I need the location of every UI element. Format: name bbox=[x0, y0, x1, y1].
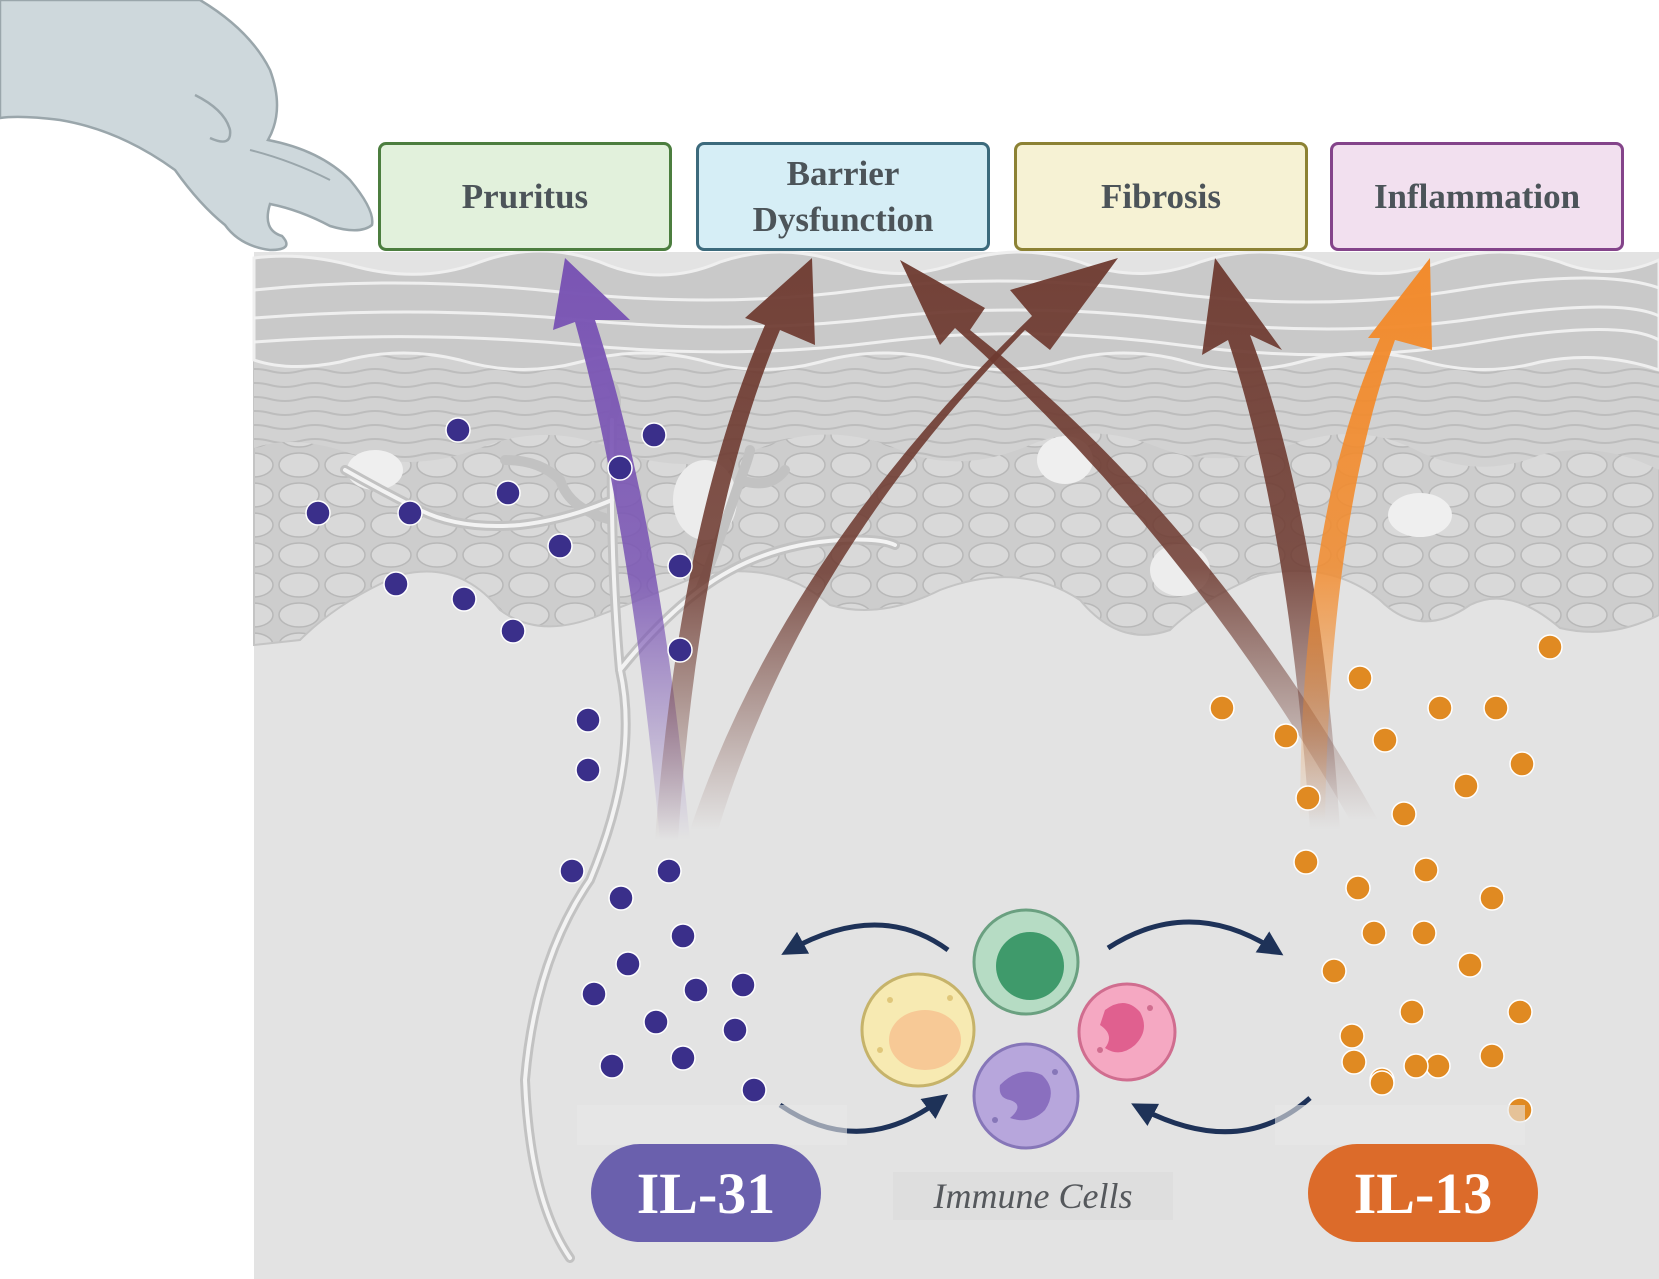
barrier-dysfunction-label: Barrier Dysfunction bbox=[752, 154, 934, 239]
cells-to-il13-arrow bbox=[1106, 919, 1284, 956]
il31-particle bbox=[722, 1017, 748, 1043]
il13-particle bbox=[1372, 727, 1398, 753]
il13-particle bbox=[1345, 875, 1371, 901]
il31-particle bbox=[730, 972, 756, 998]
monocyte-icon bbox=[860, 972, 976, 1088]
fibrosis-label: Fibrosis bbox=[1101, 176, 1221, 216]
il13-particle bbox=[1403, 1053, 1429, 1079]
il31-particle bbox=[670, 923, 696, 949]
il13-to-inflammation-arrow bbox=[1300, 258, 1432, 820]
il13-badge: IL-13 bbox=[1308, 1144, 1538, 1242]
il13-label: IL-13 bbox=[1353, 1160, 1493, 1226]
il31-particle bbox=[608, 885, 634, 911]
il31-particle bbox=[559, 858, 585, 884]
il13-particle bbox=[1369, 1070, 1395, 1096]
il13-particle bbox=[1425, 1053, 1451, 1079]
il13-particle bbox=[1483, 695, 1509, 721]
il13-particle bbox=[1295, 785, 1321, 811]
il13-particle bbox=[1537, 634, 1563, 660]
il13-particle bbox=[1427, 695, 1453, 721]
il13-particle bbox=[1453, 773, 1479, 799]
il13-particle bbox=[1479, 885, 1505, 911]
il31-particle bbox=[500, 618, 526, 644]
hand-icon bbox=[0, 0, 374, 252]
il13-particle bbox=[1321, 958, 1347, 984]
inflammation-box: Inflammation bbox=[1330, 142, 1624, 251]
barrier-dysfunction-box: Barrier Dysfunction bbox=[696, 142, 990, 251]
il13-particle bbox=[1361, 920, 1387, 946]
il31-particle bbox=[670, 1045, 696, 1071]
immune-cells-label: Immune Cells bbox=[893, 1172, 1173, 1220]
il13-particle bbox=[1347, 665, 1373, 691]
il13-particle bbox=[1391, 801, 1417, 827]
il13-particle bbox=[1413, 857, 1439, 883]
inflammation-label: Inflammation bbox=[1373, 176, 1581, 216]
il13-particle bbox=[1479, 1043, 1505, 1069]
il31-badge: IL-31 bbox=[591, 1144, 821, 1242]
il31-particle bbox=[667, 637, 693, 663]
il31-label: IL-31 bbox=[636, 1160, 776, 1226]
il31-particle bbox=[581, 981, 607, 1007]
il31-particle bbox=[451, 586, 477, 612]
il31-particle bbox=[383, 571, 409, 597]
il31-particle bbox=[667, 553, 693, 579]
il13-particle bbox=[1339, 1023, 1365, 1049]
il31-particle bbox=[445, 417, 471, 443]
il31-particle bbox=[656, 858, 682, 884]
il13-particle bbox=[1209, 695, 1235, 721]
il31-to-pruritus-arrow bbox=[553, 258, 690, 840]
il13-particle bbox=[1399, 999, 1425, 1025]
fibrosis-box: Fibrosis bbox=[1014, 142, 1308, 251]
lymphocyte-icon bbox=[972, 908, 1080, 1016]
il31-particle bbox=[575, 757, 601, 783]
il31-particle bbox=[615, 951, 641, 977]
il31-particle bbox=[397, 500, 423, 526]
il31-particle bbox=[575, 707, 601, 733]
il31-particle bbox=[641, 422, 667, 448]
il31-particle bbox=[599, 1053, 625, 1079]
il31-particle bbox=[547, 533, 573, 559]
il13-particle bbox=[1341, 1049, 1367, 1075]
il31-to-fibrosis-arrow bbox=[690, 258, 1118, 830]
il31-particles bbox=[305, 417, 767, 1103]
neutrophil-icon bbox=[1077, 982, 1177, 1082]
pruritus-box: Pruritus bbox=[378, 142, 672, 251]
il31-particle bbox=[305, 500, 331, 526]
macrophage-icon bbox=[972, 1042, 1080, 1150]
il13-particle bbox=[1457, 952, 1483, 978]
il13-particle bbox=[1273, 723, 1299, 749]
il31-particle bbox=[495, 480, 521, 506]
il13-particles bbox=[1209, 634, 1563, 1123]
il13-particle bbox=[1507, 999, 1533, 1025]
il13-particle bbox=[1509, 751, 1535, 777]
il31-particle bbox=[643, 1009, 669, 1035]
il13-particle bbox=[1293, 849, 1319, 875]
il31-to-barrier-arrow bbox=[655, 258, 815, 840]
il31-particle bbox=[683, 977, 709, 1003]
il13-particle bbox=[1411, 920, 1437, 946]
cells-to-il31-arrow bbox=[781, 922, 950, 955]
pruritus-label: Pruritus bbox=[461, 176, 589, 216]
il31-particle bbox=[741, 1077, 767, 1103]
il31-particle bbox=[607, 455, 633, 481]
